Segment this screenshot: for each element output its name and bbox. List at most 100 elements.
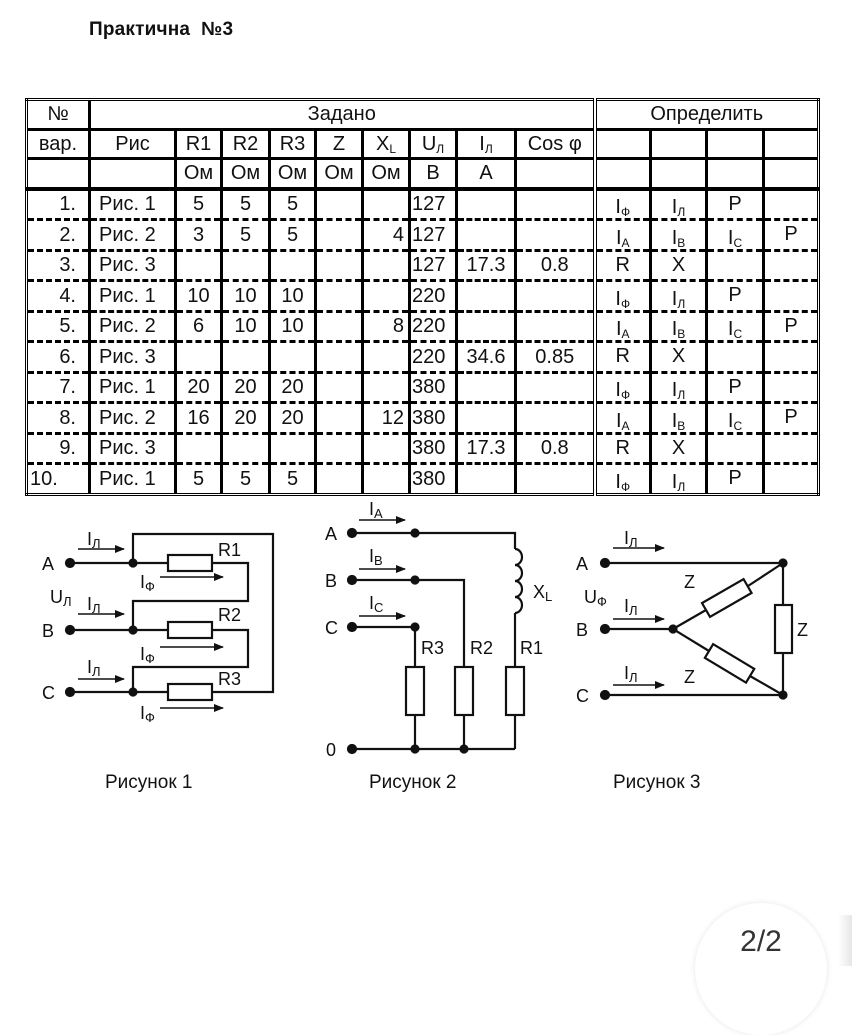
fig3-label-c: C: [576, 686, 589, 706]
fig3-il-b-main: I: [624, 596, 629, 616]
determine-symbol: I: [671, 470, 678, 493]
cell-cos: [514, 279, 597, 311]
cell-ul: 380: [408, 462, 458, 494]
cell-r1: 20: [174, 370, 223, 403]
unit-det-4: [762, 157, 820, 191]
cell-ul: 127: [408, 248, 458, 281]
determine-symbol: I: [671, 379, 678, 401]
fig1-label-if-2: IФ: [140, 644, 155, 666]
fig1-il-c-main: I: [87, 657, 92, 677]
cell-r2: [220, 248, 271, 281]
cell-cos: [514, 370, 597, 403]
cell-determine-4: [762, 279, 820, 311]
cell-xl: [361, 248, 411, 281]
cell-determine-3: [705, 248, 765, 281]
fig3-label-b: B: [576, 620, 588, 640]
determine-subscript: C: [733, 327, 743, 341]
fig2-label-ib: IB: [369, 546, 383, 568]
cell-determine-3: IC: [705, 218, 765, 250]
cell-determine-1: IФ: [593, 370, 652, 403]
cell-determine-4: [762, 248, 820, 281]
header-ul: UЛ: [408, 127, 458, 160]
fig1-if-1-sub: Ф: [145, 579, 155, 594]
cell-determine-3: P: [705, 462, 765, 494]
fig3-wire-ab-2: [747, 562, 784, 587]
header-ul-sub: Л: [436, 141, 445, 156]
determine-subscript: C: [733, 418, 743, 433]
fig2-ib-sub: B: [374, 553, 383, 568]
cell-r1: [174, 431, 223, 464]
fig2-resistor-r1: [504, 665, 526, 717]
unit-xl: Ом: [361, 157, 411, 191]
figure-3-delta-circuit: [599, 544, 794, 701]
cell-determine-1: IФ: [593, 279, 652, 311]
figure-1-labels: A B C UЛ IЛ IЛ IЛ IФ IФ IФ R1 R2 R3: [42, 529, 241, 725]
fig3-il-c-main: I: [624, 663, 629, 683]
fig1-il-b-sub: Л: [92, 601, 101, 616]
page-indicator[interactable]: 2/2: [695, 903, 827, 1035]
fig1-ul-sub: Л: [63, 594, 72, 609]
determine-subscript: C: [733, 235, 743, 250]
cell-r1: 16: [174, 401, 223, 433]
cell-num: 5.: [25, 309, 91, 342]
fig2-resistor-r2: [453, 665, 475, 717]
determine-symbol: P: [728, 192, 742, 215]
figure-2-star-circuit: [346, 516, 526, 755]
cell-determine-1: IA: [593, 309, 652, 342]
header-r2: R2: [220, 127, 271, 160]
figure-3-caption: Рисунок 3: [613, 772, 701, 793]
cell-xl: [361, 431, 411, 464]
header-fig: Рис: [88, 127, 177, 160]
fig1-if-1-main: I: [140, 572, 145, 592]
determine-symbol: I: [671, 226, 678, 249]
cell-il: [455, 401, 517, 433]
cell-determine-2: X: [649, 431, 708, 464]
fig3-uf-sub: Ф: [597, 594, 607, 609]
cell-cos: 0.8: [514, 431, 597, 464]
unit-det-1: [593, 157, 652, 191]
fig2-ib-main: I: [369, 546, 374, 566]
header-num-symbol: №: [25, 98, 91, 131]
determine-subscript: Ф: [620, 388, 631, 402]
fig2-label-r2: R2: [470, 638, 493, 658]
cell-cos: 0.8: [514, 248, 597, 281]
fig3-impedance-ac: [773, 603, 794, 655]
cell-num: 10.: [25, 462, 91, 494]
cell-xl: [361, 186, 411, 220]
page-edge-shadow: [838, 915, 852, 966]
cell-determine-1: R: [593, 248, 652, 281]
cell-r1: 5: [174, 462, 223, 494]
cell-il: [455, 218, 517, 250]
task-table-wrapper: № Задано Определить вар. Рис R1 R2 R3 Z …: [25, 98, 820, 496]
fig1-if-3-sub: Ф: [145, 710, 155, 725]
figure-1-delta-circuit: [64, 532, 275, 712]
determine-symbol: I: [615, 318, 622, 340]
cell-r1: [174, 340, 223, 372]
cell-fig: Рис. 2: [88, 401, 177, 433]
figure-1-caption: Рисунок 1: [105, 772, 193, 793]
cell-il: [455, 279, 517, 311]
cell-r3: 5: [268, 462, 317, 494]
fig1-il-c-sub: Л: [92, 664, 101, 679]
unit-det-3: [705, 157, 765, 191]
cell-determine-2: IB: [649, 309, 708, 342]
cell-determine-2: IЛ: [649, 186, 708, 220]
cell-r2: 5: [220, 218, 271, 250]
cell-z: [314, 370, 364, 403]
fig1-resistor-r2: [166, 620, 214, 640]
cell-r1: 3: [174, 218, 223, 250]
determine-symbol: I: [615, 196, 621, 218]
fig2-label-c: C: [325, 618, 338, 638]
header-det-3: [705, 127, 765, 160]
determine-symbol: I: [615, 470, 621, 493]
figure-2-labels: A B C 0 IA IB IC XL R3 R2 R1: [325, 499, 552, 760]
cell-r3: 5: [268, 218, 317, 250]
unit-il: А: [455, 157, 517, 191]
determine-symbol: P: [784, 406, 798, 429]
determine-symbol: I: [615, 226, 622, 249]
cell-xl: 12: [361, 401, 411, 433]
header-z: Z: [314, 127, 364, 160]
